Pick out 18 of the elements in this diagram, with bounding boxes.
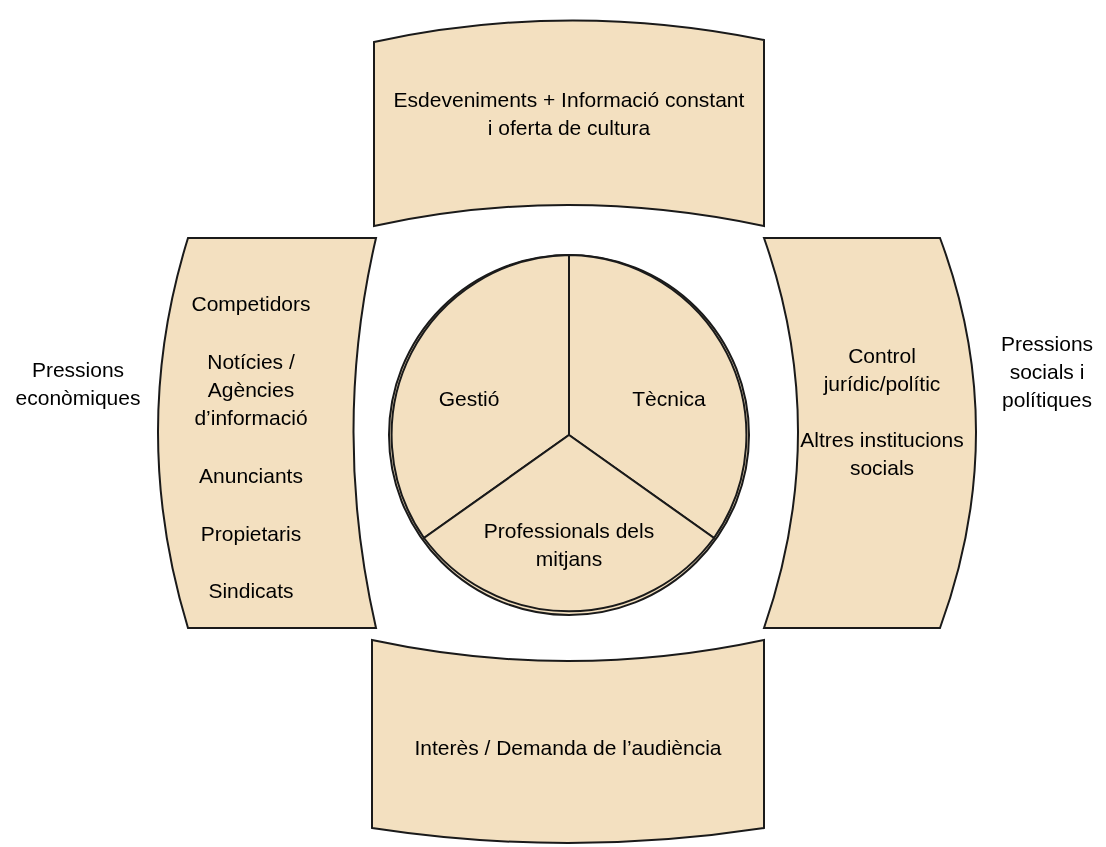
node-text: Esdeveniments + Informació constant i oferta de cultura bbox=[392, 87, 746, 141]
band-shape bbox=[156, 236, 378, 630]
pie-circle bbox=[388, 254, 750, 616]
side-label: Pressions econòmiques bbox=[14, 357, 142, 411]
node-text: Notícies / Agències d’informació bbox=[193, 349, 309, 431]
node-text: Altres institucions socials bbox=[799, 427, 965, 481]
pie-sector bbox=[424, 435, 714, 615]
node-text: Gestió bbox=[437, 386, 501, 412]
band-shape bbox=[370, 636, 766, 846]
node-text: Propietaris bbox=[199, 521, 303, 547]
side-label: Pressions socials i polítiques bbox=[999, 331, 1095, 413]
node-text: Competidors bbox=[190, 291, 312, 317]
node-text: Interès / Demanda de l’audiència bbox=[413, 735, 723, 761]
node-text: Control jurídic/polític bbox=[822, 343, 942, 397]
node-text: Professionals dels mitjans bbox=[482, 518, 656, 572]
node-text: Anunciants bbox=[198, 463, 304, 489]
node-text: Sindicats bbox=[207, 578, 295, 604]
node-text: Tècnica bbox=[631, 386, 707, 412]
